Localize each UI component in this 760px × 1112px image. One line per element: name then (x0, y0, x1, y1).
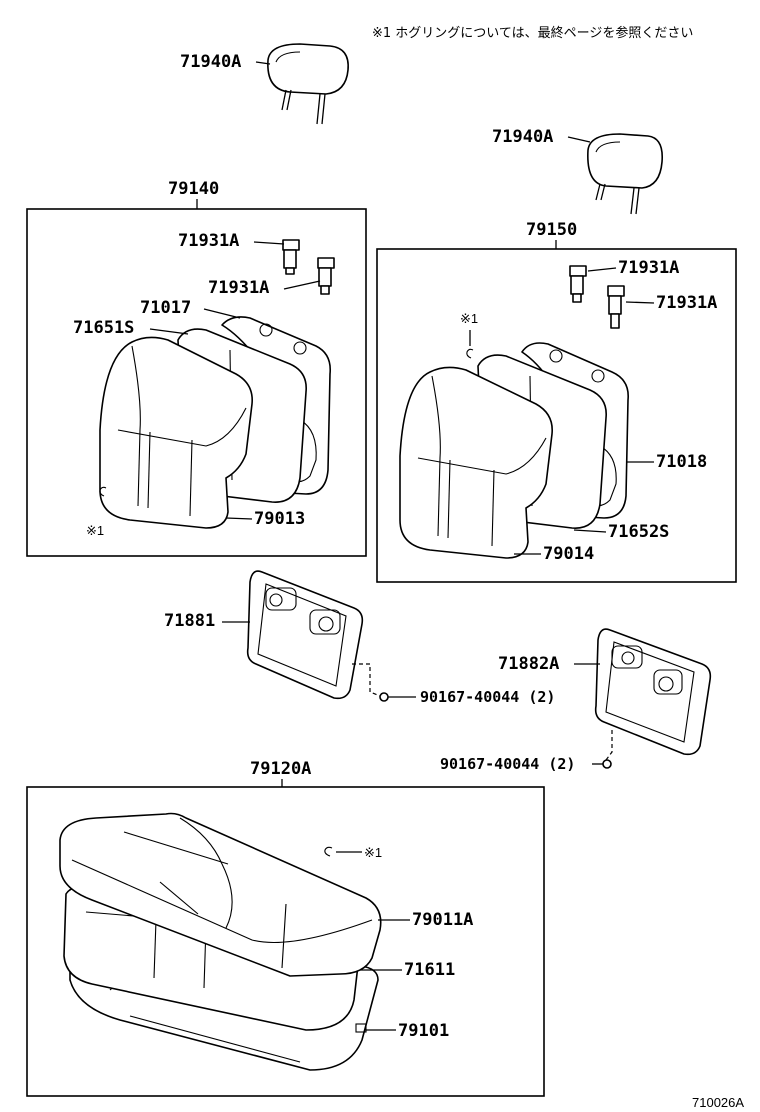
headrest-support-left-upper (282, 239, 300, 275)
assembly-box-right (376, 248, 737, 583)
label-cushion-cover: 79011A (412, 910, 473, 930)
hogring-right-icon (466, 348, 474, 359)
label-assembly-79150: 79150 (526, 220, 577, 240)
bezel-left (246, 570, 364, 700)
headrest-support-right-upper (569, 265, 587, 303)
label-cushion-frame: 79101 (398, 1021, 449, 1041)
bezel-right (594, 628, 712, 756)
cushion-cover (59, 812, 382, 977)
label-pad-right: 71652S (608, 522, 669, 542)
label-cover-left: 79013 (254, 509, 305, 529)
label-cover-right: 79014 (543, 544, 594, 564)
headrest-right (587, 133, 664, 215)
assembly-box-cushion (26, 786, 545, 1097)
headrest-left (267, 43, 349, 125)
seatback-cover-left (99, 336, 253, 529)
screw-left-icon (379, 692, 416, 702)
label-hogring-cushion: ※1 (364, 845, 382, 860)
label-frame-right: 71018 (656, 452, 707, 472)
label-hogring-left: ※1 (86, 523, 104, 538)
label-hogring-right: ※1 (460, 311, 478, 326)
assembly-box-left (26, 208, 367, 557)
label-headrest-right: 71940A (492, 127, 553, 147)
label-headrest-left: 71940A (180, 52, 241, 72)
headrest-support-right-lower (607, 285, 625, 329)
label-support-right-lower: 71931A (656, 293, 717, 313)
label-cushion-pad: 71611 (404, 960, 455, 980)
hogring-left-icon (99, 486, 107, 497)
headrest-support-left-lower (317, 257, 335, 295)
label-support-left-upper: 71931A (178, 231, 239, 251)
label-support-right-upper: 71931A (618, 258, 679, 278)
label-bezel-left: 71881 (164, 611, 215, 631)
label-screw-left: 90167-40044 (2) (420, 688, 555, 706)
label-bezel-right: 71882A (498, 654, 559, 674)
hogring-cushion-icon (324, 846, 333, 857)
seatback-cover-right (399, 366, 553, 559)
label-frame-left: 71017 (140, 298, 191, 318)
figure-id: 710026A (692, 1095, 744, 1110)
label-pad-left: 71651S (73, 318, 134, 338)
label-screw-right: 90167-40044 (2) (440, 755, 575, 773)
label-assembly-79120a: 79120A (250, 759, 311, 779)
hogring-note: ※1 ホグリングについては、最終ページを参照ください (372, 25, 693, 41)
screw-right-icon (592, 759, 612, 769)
label-support-left-lower: 71931A (208, 278, 269, 298)
label-assembly-79140: 79140 (168, 179, 219, 199)
